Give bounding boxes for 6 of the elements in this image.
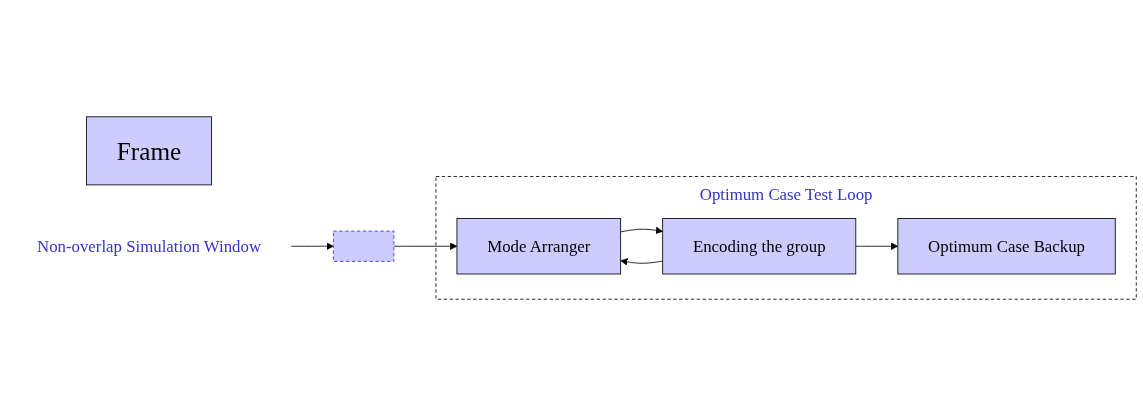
node-box: Mode Arranger (456, 218, 622, 275)
node-box: Optimum Case Backup (897, 218, 1116, 275)
node-box (332, 230, 395, 262)
node-box: Encoding the group (662, 218, 857, 275)
node-text: Non-overlap Simulation Window (36, 237, 262, 256)
node-box: Frame (86, 116, 212, 186)
